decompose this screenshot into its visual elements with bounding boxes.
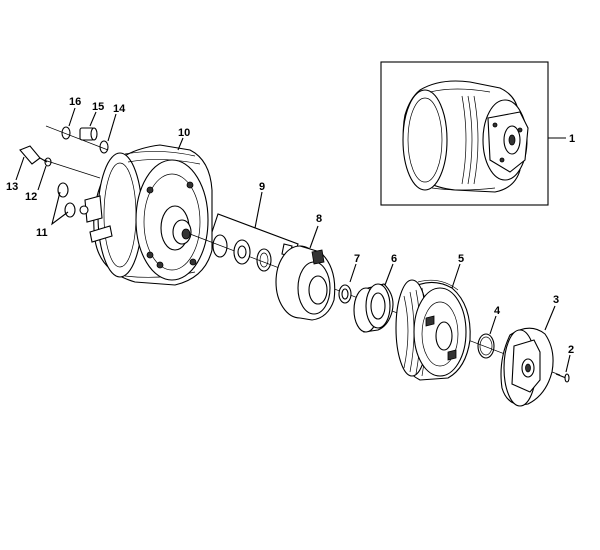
label-part-14: 14 — [113, 103, 126, 115]
inset-assembled-view — [380, 61, 566, 206]
label-part-7: 7 — [354, 253, 360, 265]
label-part-8: 8 — [316, 213, 322, 225]
label-part-3: 3 — [553, 294, 559, 306]
field-coil — [275, 225, 336, 321]
rear-fittings — [19, 125, 109, 218]
part-labels: 1 2 3 4 5 6 7 8 9 10 11 12 13 14 15 16 — [6, 96, 575, 356]
label-part-10: 10 — [178, 127, 190, 139]
pulley-bearing — [353, 263, 394, 333]
compressor-body — [79, 144, 213, 286]
label-part-6: 6 — [391, 253, 397, 265]
snap-ring — [338, 263, 357, 304]
label-part-1: 1 — [569, 133, 575, 145]
retaining-bolt — [555, 354, 571, 383]
clutch-plate — [500, 305, 556, 407]
label-part-15: 15 — [92, 101, 104, 113]
label-part-13: 13 — [6, 181, 18, 193]
label-part-12: 12 — [25, 191, 37, 203]
pulley — [395, 263, 471, 381]
label-part-9: 9 — [259, 181, 265, 193]
label-part-11: 11 — [36, 227, 48, 239]
label-part-4: 4 — [494, 305, 501, 317]
label-part-16: 16 — [69, 96, 81, 108]
shim-ring — [477, 315, 497, 359]
leader-lines — [15, 107, 184, 226]
label-part-5: 5 — [458, 253, 464, 265]
label-part-2: 2 — [568, 344, 574, 356]
